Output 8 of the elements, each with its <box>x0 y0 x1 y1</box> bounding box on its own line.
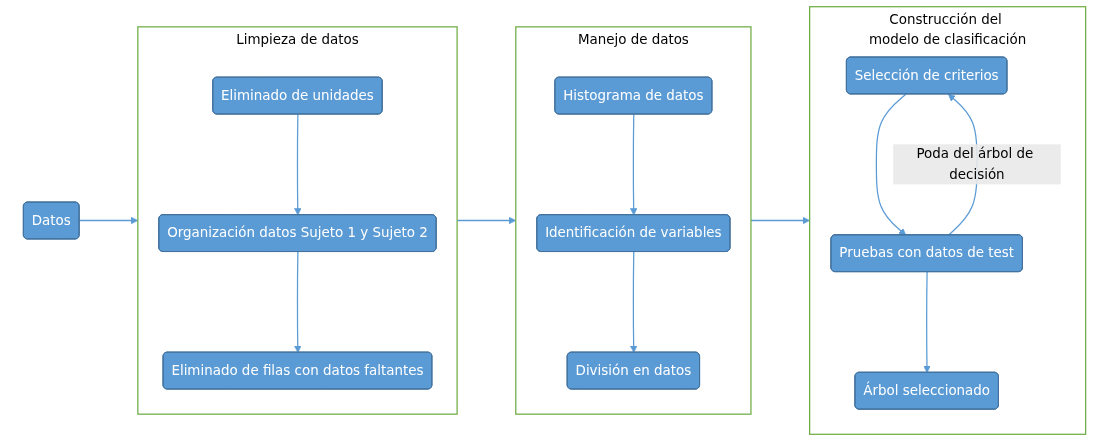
arrow <box>750 216 810 225</box>
arrow <box>630 251 638 353</box>
arrow <box>630 113 638 216</box>
arrow <box>294 251 302 353</box>
edge-label: Poda del árbol de decisión <box>916 145 1034 182</box>
arrow <box>923 271 931 373</box>
arrow <box>875 93 907 236</box>
arrow <box>294 113 302 216</box>
